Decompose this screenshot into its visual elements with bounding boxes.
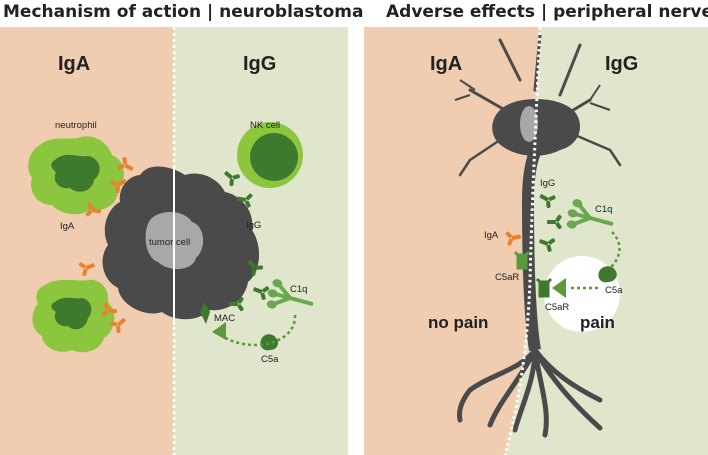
neutrophil-bottom-nucleus (51, 297, 92, 330)
c5a-label-left: C5a (261, 354, 279, 365)
iga-label-left: IgA (60, 221, 75, 232)
c5ar-receptor-left (513, 250, 531, 270)
igg-label-left: IgG (246, 220, 261, 231)
c5ar-receptor-right (535, 277, 553, 298)
c5a-molecule-left (260, 334, 278, 351)
igg-label-right: IgG (540, 178, 555, 189)
left-iga-header: IgA (58, 53, 90, 75)
left-panel-title: Mechanism of action | neuroblastoma (3, 2, 364, 22)
left-igg-header: IgG (243, 53, 276, 75)
pain-label: pain (580, 313, 615, 332)
c5ar-label-right: C5aR (545, 302, 569, 313)
no-pain-label: no pain (428, 313, 488, 332)
c1q-label-left: C1q (290, 284, 307, 295)
c5a-arrowhead-left (212, 322, 226, 340)
c5a-label-right: C5a (605, 285, 623, 296)
right-iga-header: IgA (430, 53, 462, 75)
right-panel-title: Adverse effects | peripheral nerves (386, 2, 708, 22)
c5a-arrowhead-right (552, 278, 566, 298)
neutrophil-label: neutrophil (55, 120, 97, 131)
c5ar-label-left: C5aR (495, 272, 519, 283)
neuron-nucleus (520, 106, 538, 142)
tumor-cell-label: tumor cell (149, 237, 190, 248)
c1q-label-right: C1q (595, 204, 612, 215)
neutrophil-top-nucleus (51, 154, 100, 192)
mac-label: MAC (214, 313, 235, 324)
c5a-molecule-right (598, 266, 617, 283)
nk-cell-label: NK cell (250, 120, 280, 131)
right-igg-header: IgG (605, 53, 638, 75)
right-divider (503, 26, 542, 455)
c5a-arrow-left (217, 314, 297, 347)
iga-label-right: IgA (484, 230, 499, 241)
nk-cell-nucleus (250, 133, 298, 181)
mac-complex (200, 302, 210, 324)
